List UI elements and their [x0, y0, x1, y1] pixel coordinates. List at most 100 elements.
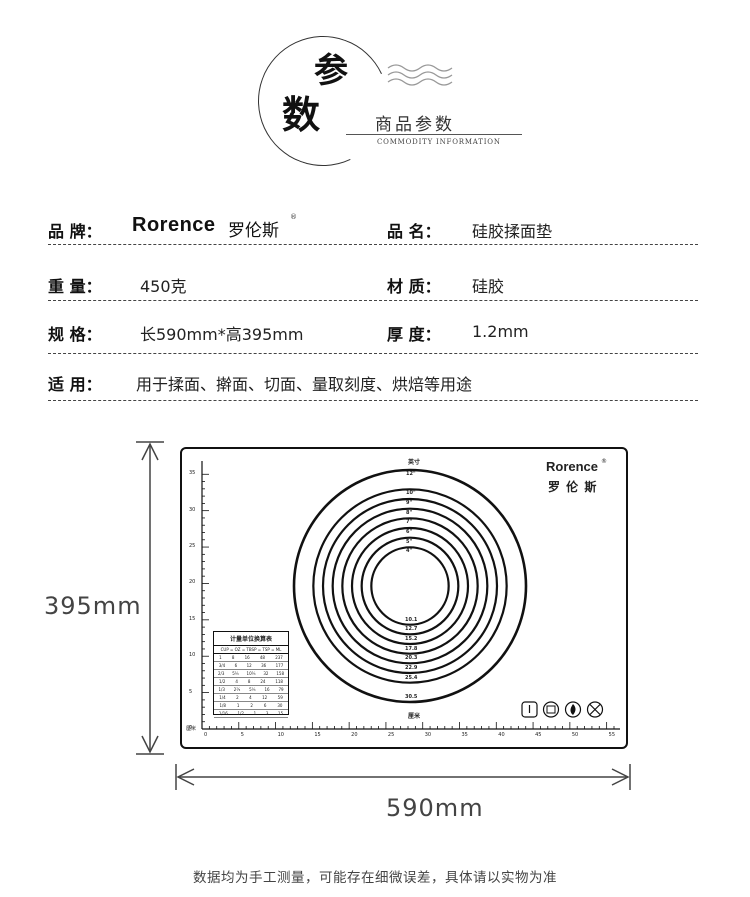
- measurement-circle: [360, 536, 460, 636]
- left-ruler-label: 10: [189, 652, 196, 659]
- table-cell: 32: [263, 671, 269, 676]
- table-cell: 3: [265, 711, 269, 716]
- table-cell: 1/2: [237, 711, 244, 716]
- table-cell: 12: [246, 663, 252, 668]
- thickness-value: 1.2mm: [472, 322, 529, 341]
- measurement-circle: [292, 468, 528, 704]
- table-cell: 5⅓: [249, 687, 256, 692]
- size-label: 规 格：: [48, 325, 102, 344]
- cm-label: 15.2: [404, 636, 419, 642]
- bottom-ruler-label: 10: [277, 732, 284, 738]
- table-cell: 237: [275, 655, 283, 660]
- size-value: 长590mm*高395mm: [140, 325, 304, 344]
- table-cell: 1/3: [218, 687, 225, 692]
- row-divider: [48, 353, 698, 354]
- table-cell: 8: [247, 679, 251, 684]
- table-cell: 12: [262, 695, 268, 700]
- wave-icon: [387, 64, 453, 86]
- usage-label: 适 用：: [48, 375, 102, 394]
- table-cell: 30: [277, 703, 283, 708]
- table-cell: 118: [275, 679, 283, 684]
- header-circle-decoration: [239, 17, 407, 185]
- care-icons: [521, 701, 604, 718]
- table-cell: 177: [275, 663, 284, 668]
- table-cell: 79: [278, 687, 284, 692]
- brand-label: 品 牌：: [48, 222, 102, 241]
- cm-label: 30.5: [404, 694, 419, 700]
- bottom-ruler: [201, 722, 615, 729]
- temperature-icon: [521, 701, 538, 718]
- width-dimension-label: 590mm: [386, 794, 484, 822]
- table-cell: 16: [244, 655, 250, 660]
- header-underline: [346, 134, 522, 135]
- measurement-circle: [341, 517, 479, 655]
- bottom-ruler-label: 25: [387, 732, 395, 738]
- table-cell: 1: [236, 703, 240, 708]
- inch-label: 5": [405, 538, 414, 545]
- oven-safe-icon: [542, 701, 560, 718]
- no-knife-icon: [586, 701, 604, 718]
- table-cell: 1/8: [219, 703, 226, 708]
- brand-logo-text: Rorence: [132, 214, 216, 236]
- thickness-label: 厚 度：: [387, 325, 441, 344]
- brand-registered-mark: ®: [290, 213, 297, 221]
- row-divider: [48, 400, 698, 401]
- usage-value: 用于揉面、擀面、切面、量取刻度、烘焙等用途: [136, 375, 473, 394]
- header-char-top: 参: [314, 51, 348, 91]
- left-ruler-label: 20: [189, 579, 196, 586]
- table-cell: 1: [253, 711, 257, 716]
- mat-brand-reg: ®: [601, 458, 607, 465]
- left-ruler: [202, 473, 209, 730]
- cm-label: 17.8: [404, 645, 419, 652]
- bottom-ruler-label: 50: [571, 732, 579, 738]
- cm-label: 25.4: [404, 674, 419, 681]
- conversion-table-title: 计量单位换算表: [229, 636, 272, 643]
- axis-unit-label: 厘米: [186, 726, 197, 732]
- header-char-bottom: 数: [282, 92, 321, 137]
- left-ruler-label: 30: [189, 506, 196, 513]
- height-dimension-label: 395mm: [44, 592, 142, 620]
- material-value: 硅胶: [472, 277, 505, 296]
- mat-brand-cn: 罗 伦 斯: [548, 480, 598, 494]
- cm-label: 10.1: [404, 616, 419, 623]
- table-cell: 158: [276, 671, 284, 676]
- material-label: 材 质：: [387, 277, 441, 296]
- inch-label: 6": [405, 529, 414, 535]
- inch-label: 10": [405, 490, 417, 497]
- measurement-circle: [331, 507, 489, 665]
- left-ruler-label: 5: [189, 688, 193, 695]
- table-cell: 59: [277, 695, 283, 700]
- bottom-ruler-label: 20: [351, 732, 358, 738]
- measurement-note: 数据均为手工测量，可能存在细微误差，具体请以实物为准: [193, 870, 557, 886]
- bottom-ruler-label: 35: [461, 732, 468, 738]
- bottom-ruler-label: 15: [314, 732, 321, 738]
- weight-value: 450克: [140, 277, 187, 296]
- cm-label: 22.9: [404, 665, 419, 671]
- row-divider: [48, 300, 698, 301]
- table-cell: 15: [278, 711, 284, 716]
- inch-label: 8": [405, 509, 414, 516]
- table-cell: 2: [250, 703, 253, 708]
- measurement-circle: [370, 546, 450, 626]
- brand-cn: 罗伦斯: [228, 221, 279, 241]
- header-title: 商品参数: [375, 115, 455, 135]
- table-cell: 2: [236, 695, 239, 700]
- table-cell: 2/3: [217, 671, 225, 676]
- bottom-ruler-label: 45: [535, 732, 542, 738]
- table-cell: 3/4: [218, 663, 226, 668]
- bottom-ruler-label: 5: [240, 732, 244, 738]
- inch-title: 英寸: [408, 459, 421, 466]
- row-divider: [48, 244, 698, 245]
- header-subtitle: COMMODITY INFORMATION: [377, 138, 501, 146]
- table-cell: 36: [261, 663, 267, 668]
- table-cell: 16: [264, 687, 270, 692]
- weight-label: 重 量：: [48, 277, 102, 296]
- mat-brand-logo: Rorence: [546, 459, 599, 474]
